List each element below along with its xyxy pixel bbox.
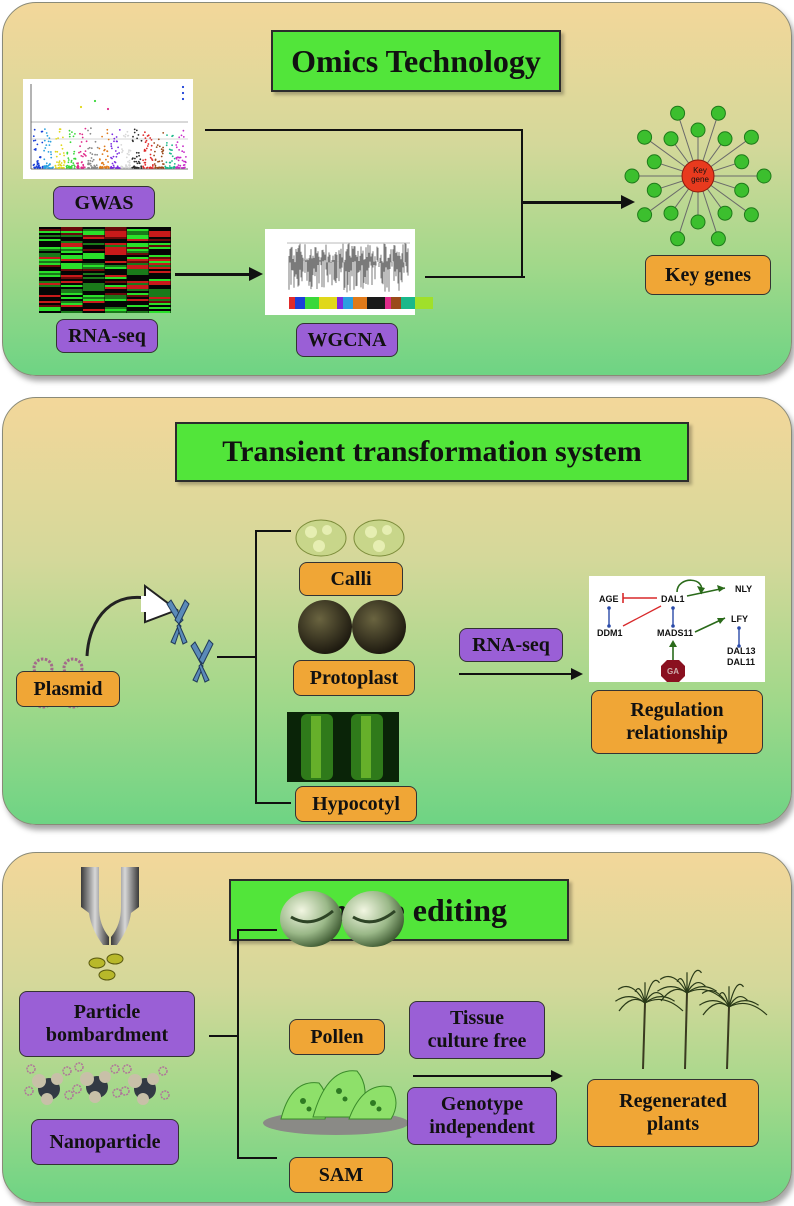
nanoparticle-icon <box>24 1062 170 1105</box>
regenerated-plants-label: Regenerated plants <box>587 1079 759 1147</box>
bracket-top-arm <box>237 929 277 931</box>
transient-rnaseq-label: RNA-seq <box>459 628 563 662</box>
bracket-stem <box>217 656 257 658</box>
network-node-age: AGE <box>599 594 619 604</box>
calli-image <box>295 519 405 557</box>
key-gene-network <box>624 105 772 247</box>
gwas-manhattan-plot <box>23 79 193 179</box>
protoplast-image <box>298 600 406 654</box>
nanoparticle-label: Nanoparticle <box>31 1119 179 1165</box>
omics-panel: Omics Technology GWAS RNA-seq WGCNA Key … <box>2 2 792 376</box>
hypocotyl-image <box>287 712 399 782</box>
key-arrow-shaft <box>521 201 625 204</box>
wgcna-dendrogram <box>265 229 433 315</box>
network-node-nly: NLY <box>735 584 752 594</box>
bracket-bottom-arm <box>255 802 291 804</box>
bracket-top-arm <box>255 530 291 532</box>
network-node-lfy: LFY <box>731 614 748 624</box>
arrow-head-icon <box>571 668 583 680</box>
hypocotyl-label: Hypocotyl <box>295 786 417 822</box>
network-node-dal1: DAL1 <box>661 594 685 604</box>
plasmid-label: Plasmid <box>16 671 120 707</box>
bracket-vertical <box>255 530 257 804</box>
genome-arrow-shaft <box>413 1075 553 1077</box>
rnaseq-wgcna-arrow-shaft <box>175 273 251 276</box>
protoplast-label: Protoplast <box>293 660 415 696</box>
calli-label: Calli <box>299 562 403 596</box>
network-node-mads11: MADS11 <box>657 628 693 638</box>
rnaseq-arrow-shaft <box>459 673 573 675</box>
particle-bombardment-label: Particle bombardment <box>19 991 195 1057</box>
curved-arrow-icon <box>85 584 180 657</box>
regulation-network: AGE DAL1 NLY LFY DDM1 MADS11 DAL13 DAL11 <box>589 576 765 682</box>
network-node-ga: GA <box>667 667 679 676</box>
omics-title: Omics Technology <box>271 30 561 92</box>
transient-title: Transient transformation system <box>175 422 689 482</box>
network-node-dal13: DAL13 <box>727 646 756 656</box>
arrow-head-icon <box>249 267 263 281</box>
wgcna-connector <box>425 276 525 278</box>
gwas-label: GWAS <box>53 186 155 220</box>
network-node-dal11: DAL11 <box>727 657 755 667</box>
network-node-ddm1: DDM1 <box>597 628 623 638</box>
gwas-connector <box>205 129 523 131</box>
sam-label: SAM <box>289 1157 393 1193</box>
pollen-label: Pollen <box>289 1019 385 1055</box>
tissue-culture-free-label: Tissue culture free <box>409 1001 545 1059</box>
wgcna-label: WGCNA <box>296 323 398 357</box>
rnaseq-label: RNA-seq <box>56 319 158 353</box>
sam-image <box>263 1070 409 1135</box>
key-genes-label: Key genes <box>645 255 771 295</box>
key-gene-node-label: Key gene <box>691 166 709 184</box>
pollen-image <box>280 891 404 947</box>
gene-gun-icon <box>81 867 139 981</box>
plants-image <box>615 969 768 1070</box>
bracket-bottom-arm <box>237 1157 277 1159</box>
chromosome-icon <box>166 599 214 683</box>
bracket-vertical <box>237 929 239 1159</box>
rnaseq-heatmap <box>39 227 171 313</box>
genome-panel: Genome editing Particle bombardment Nano… <box>2 852 792 1203</box>
regulation-label: Regulation relationship <box>591 690 763 754</box>
bracket-stem <box>209 1035 239 1037</box>
arrow-head-icon <box>621 195 635 209</box>
genotype-independent-label: Genotype independent <box>407 1087 557 1145</box>
transient-panel: Transient transformation system Plasmid <box>2 397 792 825</box>
arrow-head-icon <box>551 1070 563 1082</box>
